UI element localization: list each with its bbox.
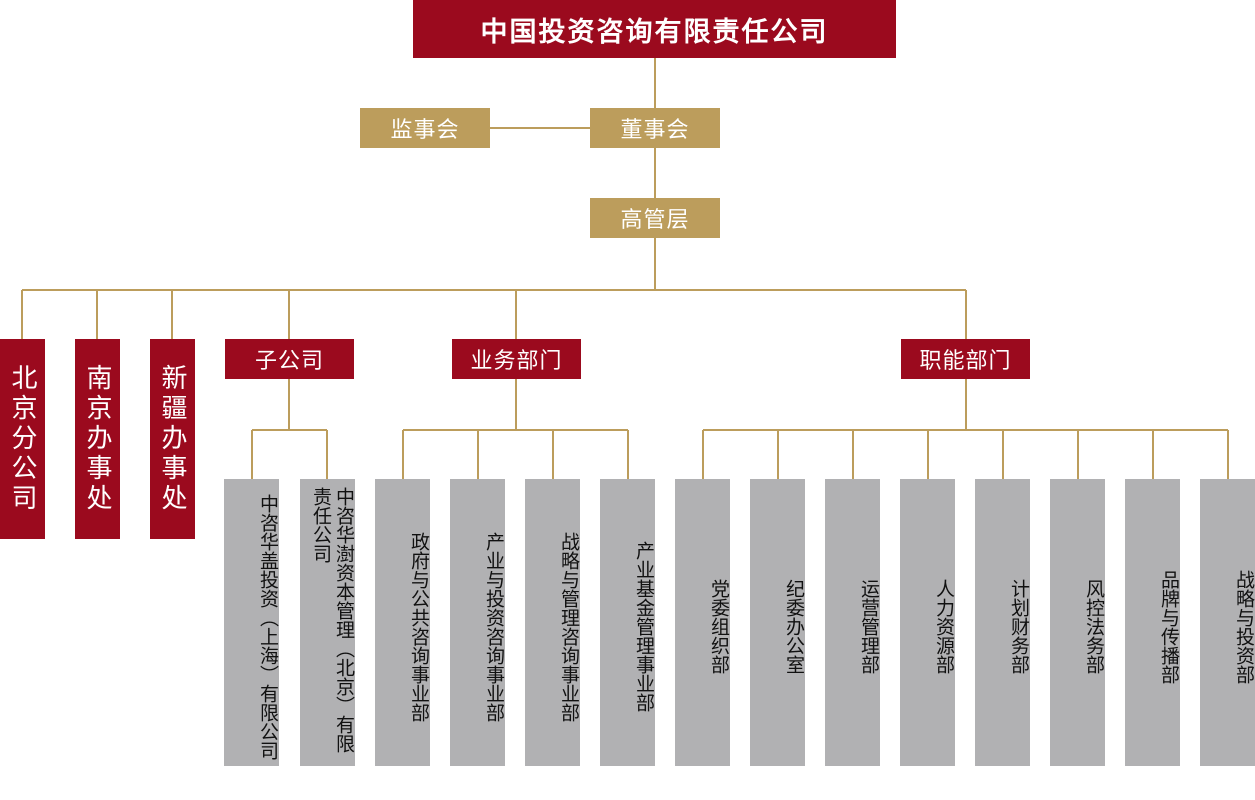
leaf-subsidiary: 中咨华澍资本管理（北京）有限责任公司 <box>300 479 355 766</box>
group-business: 业务部门 <box>452 339 581 379</box>
leaf-functional: 纪委办公室 <box>750 479 805 766</box>
leaf-business: 产业基金管理事业部 <box>600 479 655 766</box>
leaf-functional: 党委组织部 <box>675 479 730 766</box>
leaf-functional: 运营管理部 <box>825 479 880 766</box>
leaf-subsidiary: 中咨华盖投资（上海）有限公司 <box>224 479 279 766</box>
branch-xinjiang: 新疆办事处 <box>150 339 195 539</box>
leaf-functional: 战略与投资部 <box>1200 479 1255 766</box>
leaf-business: 战略与管理咨询事业部 <box>525 479 580 766</box>
branch-nanjing: 南京办事处 <box>75 339 120 539</box>
root-company: 中国投资咨询有限责任公司 <box>413 0 896 58</box>
leaf-business: 政府与公共咨询事业部 <box>375 479 430 766</box>
board-of-directors: 董事会 <box>590 108 720 148</box>
group-subsidiaries: 子公司 <box>225 339 354 379</box>
branch-beijing: 北京分公司 <box>0 339 45 539</box>
leaf-functional: 风控法务部 <box>1050 479 1105 766</box>
leaf-functional: 计划财务部 <box>975 479 1030 766</box>
leaf-business: 产业与投资咨询事业部 <box>450 479 505 766</box>
leaf-functional: 人力资源部 <box>900 479 955 766</box>
leaf-functional: 品牌与传播部 <box>1125 479 1180 766</box>
supervisory-board: 监事会 <box>360 108 490 148</box>
senior-management: 高管层 <box>590 198 720 238</box>
group-functional: 职能部门 <box>901 339 1030 379</box>
